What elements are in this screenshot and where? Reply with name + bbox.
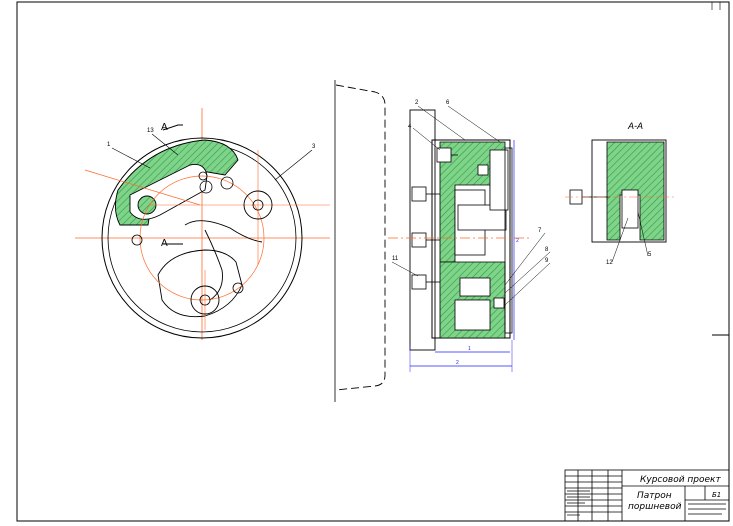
bolt-head: [198, 171, 208, 181]
leader-line: [637, 211, 649, 257]
jaw-circle-right: [243, 190, 273, 220]
bolt-head: [232, 282, 244, 294]
dimension-value: 1: [468, 346, 471, 352]
construction-circle: [139, 175, 265, 301]
cam-slot: [184, 220, 263, 243]
callout-number: 13: [147, 128, 154, 134]
leader-line: [274, 149, 313, 181]
callout-leaders: [391, 105, 551, 306]
callout-number: 8: [545, 247, 549, 253]
sheet-code: Б1: [712, 491, 721, 499]
jaw-face: [504, 147, 513, 334]
dimension-value: 2: [456, 360, 459, 366]
callout-number: 9: [545, 258, 549, 264]
stamp-scribbles: [567, 490, 726, 516]
leader-line: [151, 133, 179, 156]
callout-number: 12: [606, 260, 613, 266]
bolt-head: [131, 234, 143, 246]
construction-line-1: [84, 169, 201, 206]
bolt-head: [220, 176, 234, 190]
title-block: [555, 469, 730, 522]
flange-plate: [409, 109, 436, 351]
leader-line: [111, 147, 151, 169]
cam-piece: [157, 249, 243, 318]
section-title: А-А: [627, 121, 643, 131]
spring-block: [459, 277, 491, 297]
guide-block: [489, 149, 509, 211]
callout-number: 11: [392, 256, 399, 262]
front-view: А А 1 13 3: [75, 108, 330, 340]
cut-label-top: А: [161, 122, 168, 133]
callout-number: 3: [312, 144, 316, 150]
section-marker-top: [162, 124, 183, 131]
bolt-group: [411, 147, 505, 309]
callout-number: 5: [648, 252, 652, 258]
sheet-border: [16, 1, 730, 522]
cut-label-bottom: А: [161, 238, 168, 249]
leader-line: [611, 217, 629, 263]
bolt-head: [199, 180, 213, 194]
callout-number: 7: [538, 228, 542, 234]
body-outer-circle: [101, 137, 303, 339]
part-name-line2: поршневой: [628, 502, 682, 512]
section-view-a-a: А-А 12 5: [565, 121, 675, 266]
callout-number: 2: [415, 100, 419, 106]
side-view: 2 1 2 2 6 4 7 8 9 11: [334, 80, 551, 402]
course-title: Курсовой проект: [640, 475, 721, 485]
lower-cavity: [454, 299, 491, 331]
callout-number: 1: [107, 142, 111, 148]
callout-number: 6: [446, 100, 450, 106]
part-name-line1: Патрон: [637, 491, 672, 501]
jaw-circle-right-inner: [252, 199, 264, 211]
section-body: [591, 139, 667, 243]
spindle-outline-dashed: [335, 84, 386, 391]
corner-mark: [700, 1, 721, 10]
section-insert: [621, 189, 639, 229]
callout-number: 4: [408, 124, 412, 130]
dimension-value: 2: [516, 238, 519, 244]
jaw-circle-bottom: [190, 285, 220, 315]
jaw-circle-bottom-inner: [199, 294, 211, 306]
